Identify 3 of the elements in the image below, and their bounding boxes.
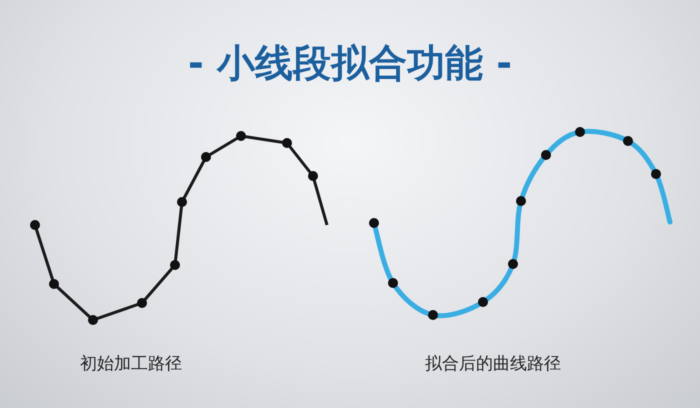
caption: 拟合后的曲线路径 bbox=[425, 353, 561, 375]
caption: 初始加工路径 bbox=[80, 353, 182, 375]
title: - 小线段拟合功能 - bbox=[186, 40, 513, 87]
